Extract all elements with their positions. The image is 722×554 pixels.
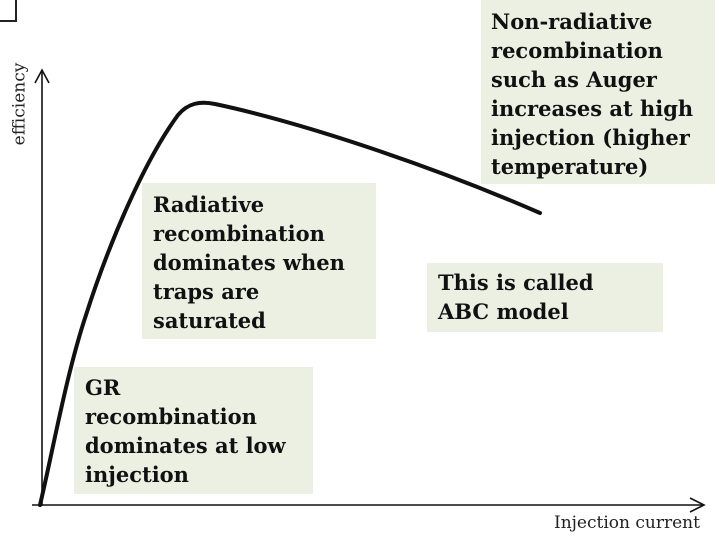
x-axis-label: Injection current (554, 513, 700, 533)
auger-note: Non-radiative recombination such as Auge… (481, 0, 715, 184)
gr-note: GR recombination dominates at low inject… (74, 367, 313, 494)
radiative-note: Radiative recombination dominates when t… (142, 183, 376, 339)
abc-model-note: This is called ABC model (427, 263, 663, 332)
efficiency-curve (38, 100, 542, 507)
y-axis-label: efficiency (9, 62, 30, 146)
corner-frame-mark (0, 0, 17, 22)
y-axis-arrowhead (34, 68, 50, 84)
x-axis-arrowhead (689, 497, 706, 513)
